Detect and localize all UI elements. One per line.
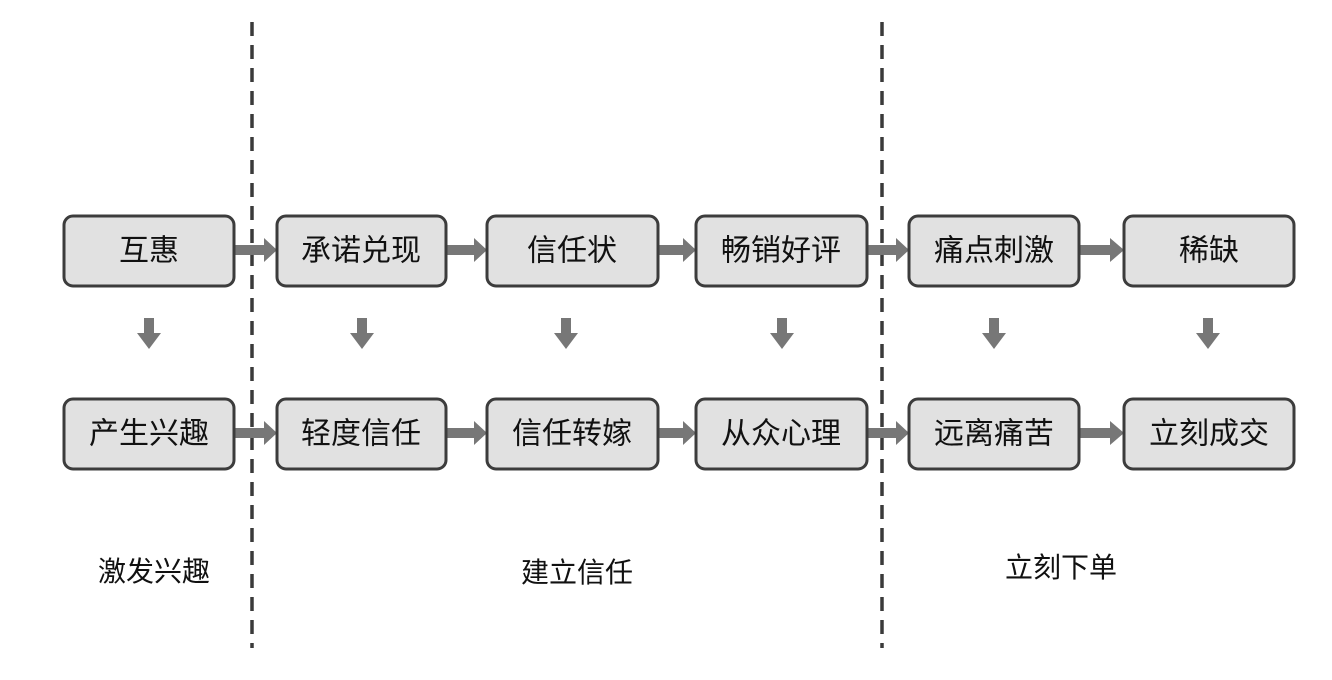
stage-label-order-now: 立刻下单 (1005, 551, 1117, 584)
arrow-down (554, 318, 578, 349)
node-label: 产生兴趣 (89, 417, 209, 452)
arrow-down (350, 318, 374, 349)
arrow-right (1079, 238, 1124, 262)
node-label: 稀缺 (1179, 234, 1239, 269)
node-label: 畅销好评 (721, 234, 841, 269)
arrow-down (137, 318, 161, 349)
node-label: 互惠 (119, 234, 179, 269)
node-close-deal-now: 立刻成交 (1122, 397, 1296, 471)
arrow-right (446, 238, 487, 262)
stage-label-spark-interest: 激发兴趣 (98, 555, 210, 588)
arrow-down (982, 318, 1006, 349)
arrow-right (867, 421, 909, 445)
node-trust-credential: 信任状 (485, 214, 660, 288)
node-label: 从众心理 (721, 417, 841, 452)
arrow-right (446, 421, 487, 445)
node-pain-point-stimulus: 痛点刺激 (907, 214, 1081, 288)
node-scarcity: 稀缺 (1122, 214, 1296, 288)
arrow-down (770, 318, 794, 349)
stage-label-build-trust: 建立信任 (521, 556, 633, 589)
node-generate-interest: 产生兴趣 (62, 397, 236, 471)
arrow-right (234, 421, 277, 445)
arrow-right (658, 421, 696, 445)
node-light-trust: 轻度信任 (275, 397, 448, 471)
node-label: 远离痛苦 (934, 417, 1054, 452)
node-herd-mentality: 从众心理 (694, 397, 869, 471)
arrow-right (234, 238, 277, 262)
node-bestseller-reviews: 畅销好评 (694, 214, 869, 288)
node-reciprocity: 互惠 (62, 214, 236, 288)
node-label: 立刻成交 (1149, 417, 1269, 452)
node-label: 轻度信任 (301, 417, 421, 452)
node-label: 信任状 (527, 234, 617, 269)
arrow-right (658, 238, 696, 262)
arrow-down (1196, 318, 1220, 349)
node-label: 信任转嫁 (512, 417, 632, 452)
node-trust-transfer: 信任转嫁 (485, 397, 660, 471)
node-label: 痛点刺激 (934, 234, 1054, 269)
node-promise-fulfillment: 承诺兑现 (275, 214, 448, 288)
node-label: 承诺兑现 (301, 234, 421, 269)
arrow-right (1079, 421, 1124, 445)
arrow-right (867, 238, 909, 262)
node-avoid-pain: 远离痛苦 (907, 397, 1081, 471)
